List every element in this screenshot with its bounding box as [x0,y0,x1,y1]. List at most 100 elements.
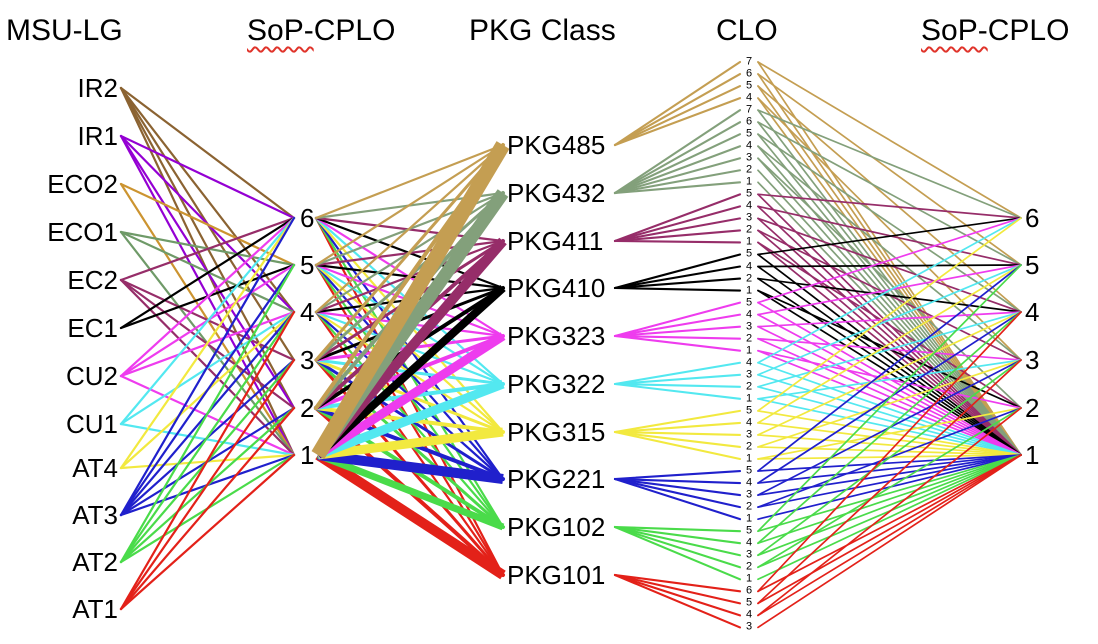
flow-line [119,310,296,611]
flow-line [613,60,742,147]
cplo-left-1: 1 [300,440,315,470]
msu-label-eco2: ECO2 [47,169,118,199]
flow-line [757,311,1022,388]
clo-digit: 2 [745,380,753,393]
flow-line [613,229,742,243]
clo-digit: 4 [745,260,753,272]
msu-label-ec2: EC2 [67,265,118,295]
pkg-label-pkg323: PKG323 [507,321,606,351]
clo-digit: 3 [745,488,753,501]
clo-digit: 5 [745,127,753,140]
clo-digit: 2 [745,560,753,573]
flow-line [757,454,1022,533]
pkg-label-pkg101: PKG101 [507,560,606,590]
flow-line [613,133,742,195]
flow-line [316,451,505,531]
flow-line [613,430,742,449]
clo-digit: 5 [745,296,753,309]
flow-line [119,216,296,378]
flow-line [757,454,1022,605]
flow-line [757,97,1022,361]
flow-line [757,407,1022,569]
header-msu-lg: MSU-LG [6,14,123,47]
flow-line [757,264,1022,533]
flow-line [613,477,742,521]
misspelled-word-underline: SoP- [921,14,988,47]
flow-line [316,379,505,460]
cplo-left-5: 5 [300,250,315,280]
clo-digit: 3 [745,548,753,561]
flow-line [613,145,742,195]
clo-digit: 7 [745,103,753,116]
flow-line [757,311,1022,545]
msu-label-at3: AT3 [72,500,118,530]
clo-digit: 2 [745,223,753,236]
flow-line [613,573,742,629]
flow-line [757,407,1022,460]
flow-line [613,265,742,290]
flow-line [613,97,742,147]
flow-line [613,382,742,400]
flow-line [757,157,1022,456]
clo-digit: 1 [745,512,753,525]
flow-line [613,239,742,244]
flow-line [613,253,742,290]
flow-line [119,216,296,517]
flow-line [613,85,742,147]
flow-line [613,477,742,485]
flow-line [757,264,1022,376]
clo-digit: 5 [745,524,753,537]
msu-label-eco1: ECO1 [47,217,118,247]
pkg-label-pkg315: PKG315 [507,417,606,447]
clo-digit: 5 [745,596,753,609]
cplo-right-6: 6 [1025,203,1040,233]
clo-digit: 5 [745,79,753,92]
flow-line [757,73,1022,266]
clo-digit: 1 [745,392,753,405]
flow-line [757,265,1022,456]
flow-line [757,454,1022,496]
clo-digit: 3 [745,320,753,333]
flow-line [613,525,742,569]
flow-line [613,573,742,593]
flow-line [757,217,1022,364]
flow-line [757,241,1022,409]
flow-line [311,141,510,459]
flow-line [757,133,1022,313]
clo-digit: 3 [745,151,753,164]
flow-line [613,205,742,243]
flow-line [757,264,1022,472]
clo-digit: 1 [745,284,753,297]
flow-line [314,143,505,220]
flow-line [757,454,1022,581]
flow-line [757,454,1022,617]
flow-line [757,277,1022,313]
msu-label-ir2: IR2 [77,73,118,103]
flow-line [119,216,296,282]
clo-digit: 4 [745,308,753,321]
flow-line [613,325,742,338]
clo-digit: 5 [745,247,753,260]
flow-line [757,407,1022,617]
pkg-label-pkg411: PKG411 [507,226,604,256]
cplo-left-6: 6 [300,203,315,233]
flow-line [613,421,742,434]
clo-digit: 4 [745,199,753,212]
clo-digit: 5 [745,464,753,477]
flow-line [314,143,505,314]
flow-line [613,469,742,481]
cplo-left-3: 3 [300,345,315,375]
flow-line [757,264,1022,424]
msu-label-cu1: CU1 [65,409,118,439]
clo-digit: 7 [745,55,753,68]
clo-digit: 4 [745,139,753,152]
cplo-right-4: 4 [1025,297,1040,327]
msu-label-at1: AT1 [72,594,118,624]
clo-digit: 2 [745,440,753,453]
flow-line [757,311,1022,436]
flow-line [613,181,742,195]
msu-label-at4: AT4 [72,453,118,483]
flow-line [613,334,742,352]
pkg-label-pkg322: PKG322 [507,369,606,399]
